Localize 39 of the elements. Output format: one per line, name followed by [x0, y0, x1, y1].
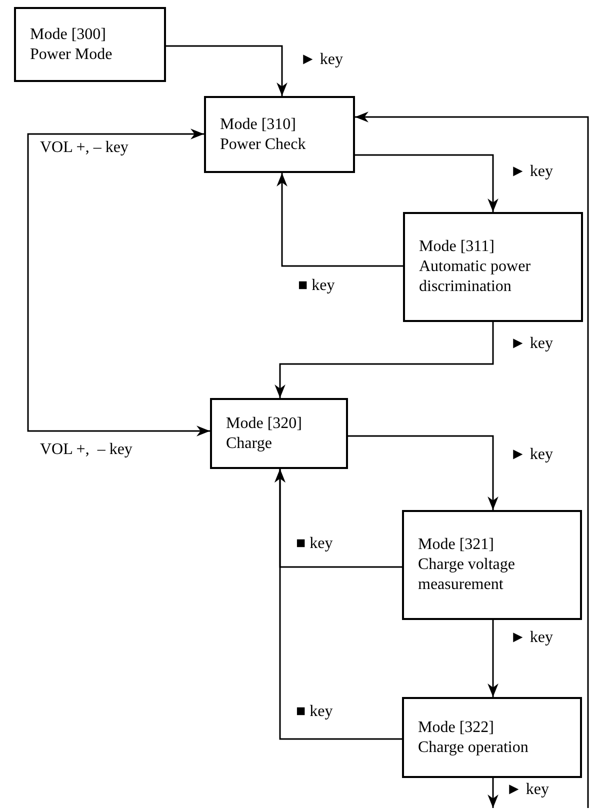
arrow [274, 322, 494, 398]
arrow [355, 112, 589, 808]
edge-label: ► key [510, 445, 553, 465]
arrow [348, 435, 498, 510]
arrow [166, 45, 288, 96]
arrow [27, 128, 210, 436]
mode-number: Mode [320] [226, 414, 303, 434]
mode-box [14, 7, 166, 82]
edge-label: ► key [510, 162, 553, 182]
mode-box [402, 697, 582, 778]
mode-box [402, 510, 582, 620]
mode-name: Automatic power discrimination [419, 257, 532, 297]
key-label: VOL +, – key [40, 440, 132, 460]
arrow [276, 173, 403, 267]
arrow [274, 469, 402, 740]
arrow [355, 154, 498, 212]
edge-label: ■ key [296, 534, 333, 554]
edge-label: VOL +, – key [40, 138, 128, 158]
mode-number: Mode [321] [418, 535, 495, 555]
edge-label: ■ key [298, 276, 335, 296]
mode-name: Charge voltage measurement [418, 555, 516, 595]
arrow [488, 620, 498, 697]
edge-label: ■ key [296, 702, 333, 722]
mode-name: Power Mode [30, 44, 114, 64]
edge-label: ► key [510, 628, 553, 648]
arrow [488, 778, 498, 808]
mode-box [403, 212, 583, 322]
mode-number: Mode [310] [220, 114, 297, 134]
mode-number: Mode [322] [418, 718, 495, 738]
mode-number: Mode [311] [419, 237, 496, 257]
mode-box [210, 398, 348, 469]
mode-box [204, 96, 355, 173]
edge-label: ► key [510, 334, 553, 354]
edge-label: ► key [300, 50, 343, 70]
mode-name: Charge [226, 434, 273, 454]
edge-label: ► key [506, 780, 549, 800]
mode-name: Power Check [220, 134, 307, 154]
mode-number: Mode [300] [30, 24, 107, 44]
mode-name: Charge operation [418, 738, 530, 758]
